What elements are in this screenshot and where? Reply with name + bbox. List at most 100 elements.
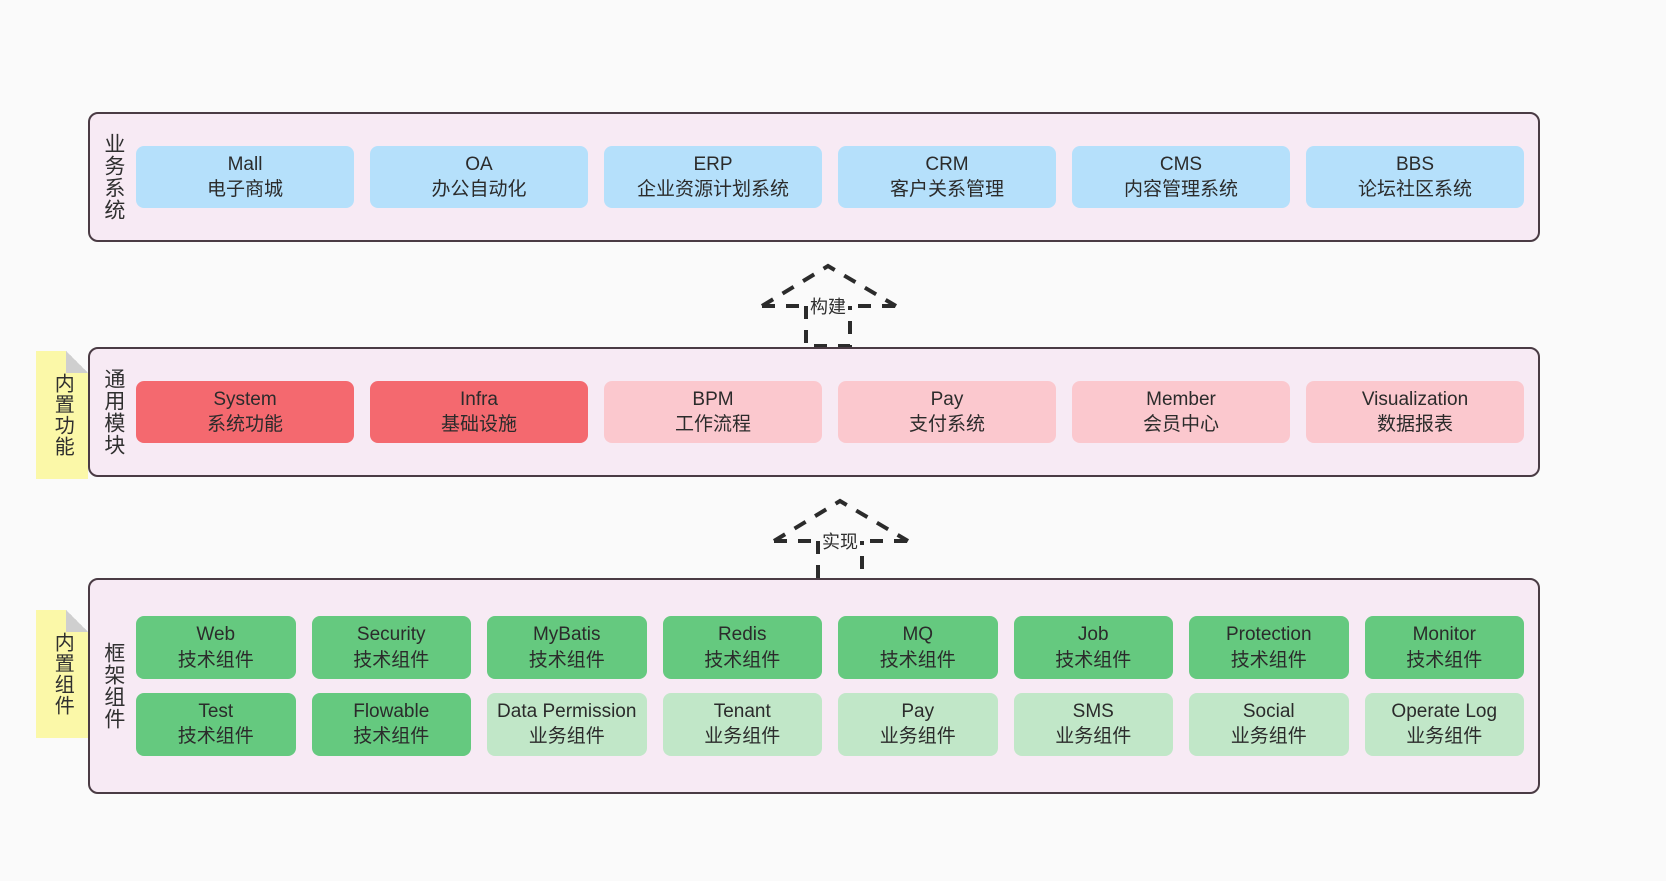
card-title: Test <box>198 701 234 722</box>
card-title: Monitor <box>1412 624 1476 646</box>
card-subtitle: 系统功能 <box>206 414 283 435</box>
card-common-pay[interactable]: Pay 支付系统 <box>838 380 1056 444</box>
card-business-mall[interactable]: Mall 电子商城 <box>136 145 354 209</box>
card-title: MyBatis <box>532 624 601 646</box>
card-title: CMS <box>1159 153 1203 175</box>
card-title: Pay <box>930 388 964 410</box>
card-title: MQ <box>902 624 934 646</box>
layer-common-modules: 通用模块 System 系统功能 Infra 基础设施 BPM 工作流程 Pay 支付系统 Me… <box>88 347 1540 477</box>
connector-build-glyph <box>760 263 898 348</box>
card-title: Security <box>356 624 426 646</box>
card-title: Flowable <box>353 701 430 722</box>
card-framework-monitor[interactable]: Monitor 技术组件 <box>1364 616 1524 679</box>
layer-framework-title: 框架组件 <box>101 642 125 730</box>
card-subtitle: 会员中心 <box>1142 414 1219 435</box>
card-subtitle: 技术组件 <box>704 649 781 671</box>
card-framework-mq[interactable]: MQ 技术组件 <box>838 616 998 679</box>
card-subtitle: 办公自动化 <box>431 179 527 200</box>
card-framework-redis[interactable]: Redis 技术组件 <box>662 616 822 679</box>
connector-implement-label: 实现 <box>820 528 860 554</box>
card-business-crm[interactable]: CRM 客户关系管理 <box>838 145 1056 209</box>
card-framework-mybatis[interactable]: MyBatis 技术组件 <box>487 616 647 679</box>
card-title: Operate Log <box>1391 701 1498 722</box>
card-title: Web <box>196 624 236 646</box>
card-business-cms[interactable]: CMS 内容管理系统 <box>1072 145 1290 209</box>
card-title: OA <box>465 153 493 175</box>
card-subtitle: 客户关系管理 <box>889 179 1004 200</box>
card-subtitle: 业务组件 <box>1230 726 1307 748</box>
layer-common-body: System 系统功能 Infra 基础设施 BPM 工作流程 Pay 支付系统 Member 会… <box>136 349 1538 475</box>
card-title: Member <box>1146 388 1216 410</box>
card-subtitle: 技术组件 <box>177 649 254 671</box>
connector-implement: 实现 <box>772 497 912 583</box>
card-subtitle: 电子商城 <box>206 179 283 200</box>
card-title: Pay <box>901 701 935 722</box>
card-subtitle: 技术组件 <box>1406 649 1483 671</box>
card-common-infra[interactable]: Infra 基础设施 <box>370 380 588 444</box>
card-title: BPM <box>692 388 734 410</box>
card-title: Infra <box>459 388 499 410</box>
card-common-visualization[interactable]: Visualization 数据报表 <box>1306 380 1524 444</box>
card-subtitle: 工作流程 <box>674 414 751 435</box>
card-framework-security[interactable]: Security 技术组件 <box>311 616 471 679</box>
card-title: BBS <box>1395 153 1435 175</box>
card-title: Redis <box>717 624 767 646</box>
layer-common-title: 通用模块 <box>101 368 125 456</box>
card-title: Social <box>1242 701 1295 722</box>
connector-build: 构建 <box>760 262 900 348</box>
card-framework-test[interactable]: Test 技术组件 <box>136 693 296 756</box>
card-title: SMS <box>1072 701 1114 722</box>
card-subtitle: 业务组件 <box>704 726 781 748</box>
card-title: ERP <box>693 153 733 175</box>
card-subtitle: 业务组件 <box>879 726 956 748</box>
connector-build-label: 构建 <box>808 293 848 319</box>
card-subtitle: 内容管理系统 <box>1123 179 1238 200</box>
card-title: Visualization <box>1361 388 1469 410</box>
layer-business-title: 业务系统 <box>101 133 125 221</box>
card-subtitle: 业务组件 <box>528 726 605 748</box>
card-title: System <box>213 388 277 410</box>
card-subtitle: 技术组件 <box>177 726 254 748</box>
card-subtitle: 基础设施 <box>440 414 517 435</box>
sticky-note-builtin-features-label: 内置功能 <box>51 373 74 457</box>
card-subtitle: 技术组件 <box>1055 649 1132 671</box>
card-title: Mall <box>227 153 263 175</box>
sticky-note-builtin-components: 内置组件 <box>36 610 88 738</box>
sticky-note-builtin-components-label: 内置组件 <box>51 632 74 716</box>
card-subtitle: 技术组件 <box>528 649 605 671</box>
card-common-system[interactable]: System 系统功能 <box>136 380 354 444</box>
card-subtitle: 数据报表 <box>1376 414 1453 435</box>
connector-implement-glyph <box>772 498 910 583</box>
card-framework-social[interactable]: Social 业务组件 <box>1189 693 1349 756</box>
card-framework-pay[interactable]: Pay 业务组件 <box>838 693 998 756</box>
card-subtitle: 技术组件 <box>879 649 956 671</box>
card-common-bpm[interactable]: BPM 工作流程 <box>604 380 822 444</box>
common-card-row: System 系统功能 Infra 基础设施 BPM 工作流程 Pay 支付系统 Member 会… <box>136 380 1524 444</box>
card-framework-operate-log[interactable]: Operate Log 业务组件 <box>1364 693 1524 756</box>
card-common-member[interactable]: Member 会员中心 <box>1072 380 1290 444</box>
sticky-note-builtin-features: 内置功能 <box>36 351 88 479</box>
card-title: CRM <box>925 153 969 175</box>
card-subtitle: 技术组件 <box>353 649 430 671</box>
card-title: Tenant <box>713 701 771 722</box>
card-subtitle: 业务组件 <box>1406 726 1483 748</box>
card-framework-web[interactable]: Web 技术组件 <box>136 616 296 679</box>
card-subtitle: 业务组件 <box>1055 726 1132 748</box>
card-business-oa[interactable]: OA 办公自动化 <box>370 145 588 209</box>
card-framework-tenant[interactable]: Tenant 业务组件 <box>662 693 822 756</box>
card-subtitle: 支付系统 <box>908 414 985 435</box>
card-framework-sms[interactable]: SMS 业务组件 <box>1013 693 1173 756</box>
